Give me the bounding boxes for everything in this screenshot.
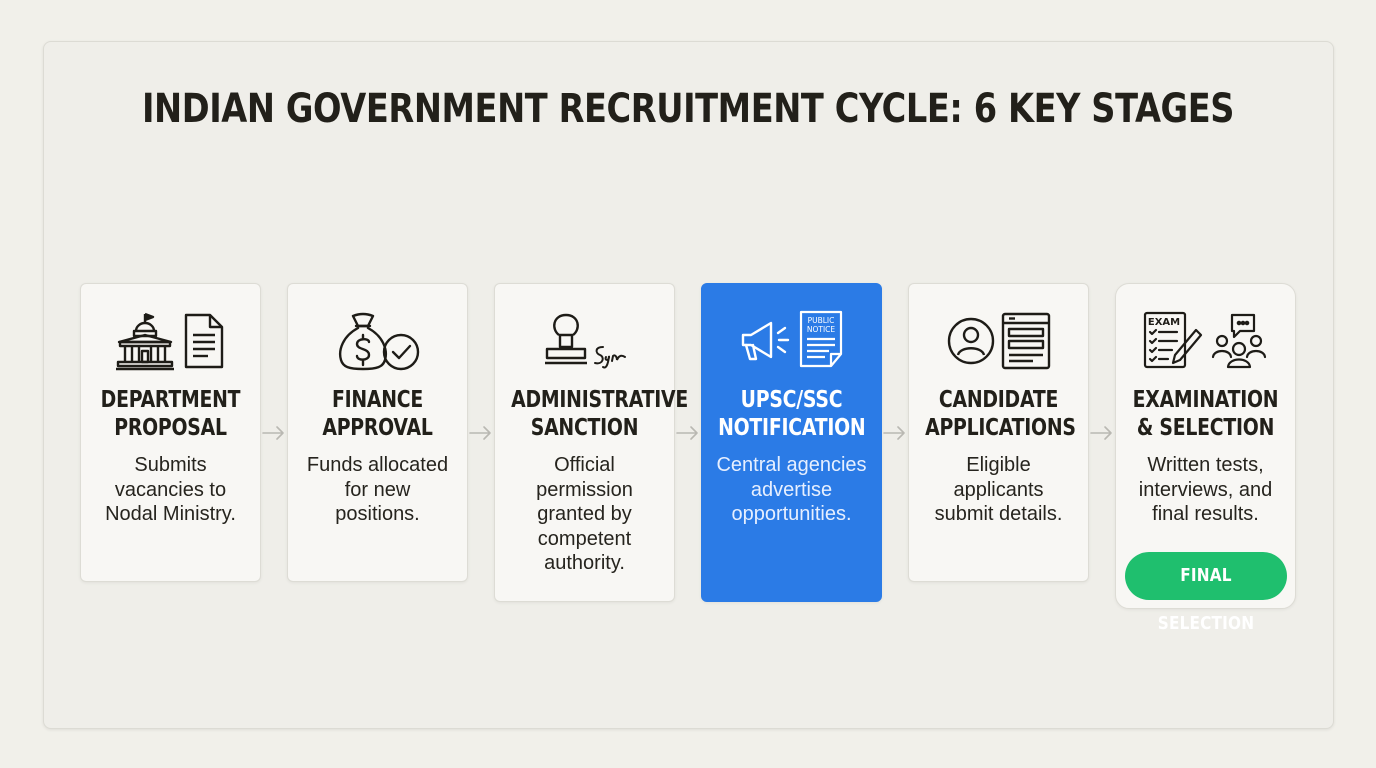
money-bag-icon [338, 312, 387, 371]
document-icon [184, 313, 223, 369]
stage-heading: UPSC/SSC NOTIFICATION [718, 387, 866, 441]
public-notice-icon: PUBLIC NOTICE [799, 310, 842, 368]
stage-card-upsc-ssc-notification: PUBLIC NOTICE UPSC/SSC NOTIFICATION Cent… [701, 283, 882, 602]
arrow-right-icon [1090, 426, 1112, 440]
arrow-right-icon [469, 426, 491, 440]
arrow-right-icon [883, 426, 905, 440]
exam-sheet-icon: EXAM [1143, 311, 1202, 369]
arrow-right-icon [262, 426, 284, 440]
application-form-icon [1001, 312, 1050, 370]
checkmark-circle-icon [382, 333, 419, 371]
svg-text:EXAM: EXAM [1147, 317, 1179, 328]
stage-description: Official permission granted by competent… [536, 454, 633, 574]
interview-group-icon [1211, 313, 1266, 369]
stage-heading: EXAMINATION & SELECTION [1132, 387, 1279, 441]
stage-description: Written tests, interviews, and final res… [1138, 454, 1273, 525]
rubber-stamp-icon [544, 313, 587, 365]
diagram-title: INDIAN GOVERNMENT RECRUITMENT CYCLE: 6 K… [141, 86, 1235, 132]
stage-description: Funds allocated for new positions. [306, 454, 449, 525]
stage-card-administrative-sanction: ADMINISTRATIVE SANCTION Official permiss… [494, 283, 688, 602]
stage-card-finance-approval: FINANCE APPROVAL Funds allocated for new… [287, 283, 468, 582]
stage-card-department-proposal: DEPARTMENT PROPOSAL Submits vacancies to… [80, 283, 261, 582]
stage-description: Eligible applicants submit details. [934, 454, 1063, 525]
stage-description: Central agencies advertise opportunities… [716, 454, 867, 525]
stage-heading: DEPARTMENT PROPOSAL [100, 387, 241, 441]
stage-heading: CANDIDATE APPLICATIONS [925, 387, 1076, 441]
stage-card-candidate-applications: CANDIDATE APPLICATIONS Eligible applican… [908, 283, 1089, 582]
megaphone-icon [741, 321, 789, 361]
user-profile-icon [947, 317, 994, 365]
svg-text:NOTICE: NOTICE [806, 325, 835, 334]
final-selection-badge: FINAL SELECTION [1125, 552, 1287, 634]
stage-heading: FINANCE APPROVAL [322, 387, 433, 441]
stage-heading: ADMINISTRATIVE SANCTION [511, 387, 688, 441]
arrow-right-icon [676, 426, 698, 440]
stage-description: Submits vacancies to Nodal Ministry. [105, 454, 236, 525]
government-building-icon [115, 312, 174, 371]
svg-text:PUBLIC: PUBLIC [807, 316, 834, 325]
signature-icon [593, 346, 626, 369]
